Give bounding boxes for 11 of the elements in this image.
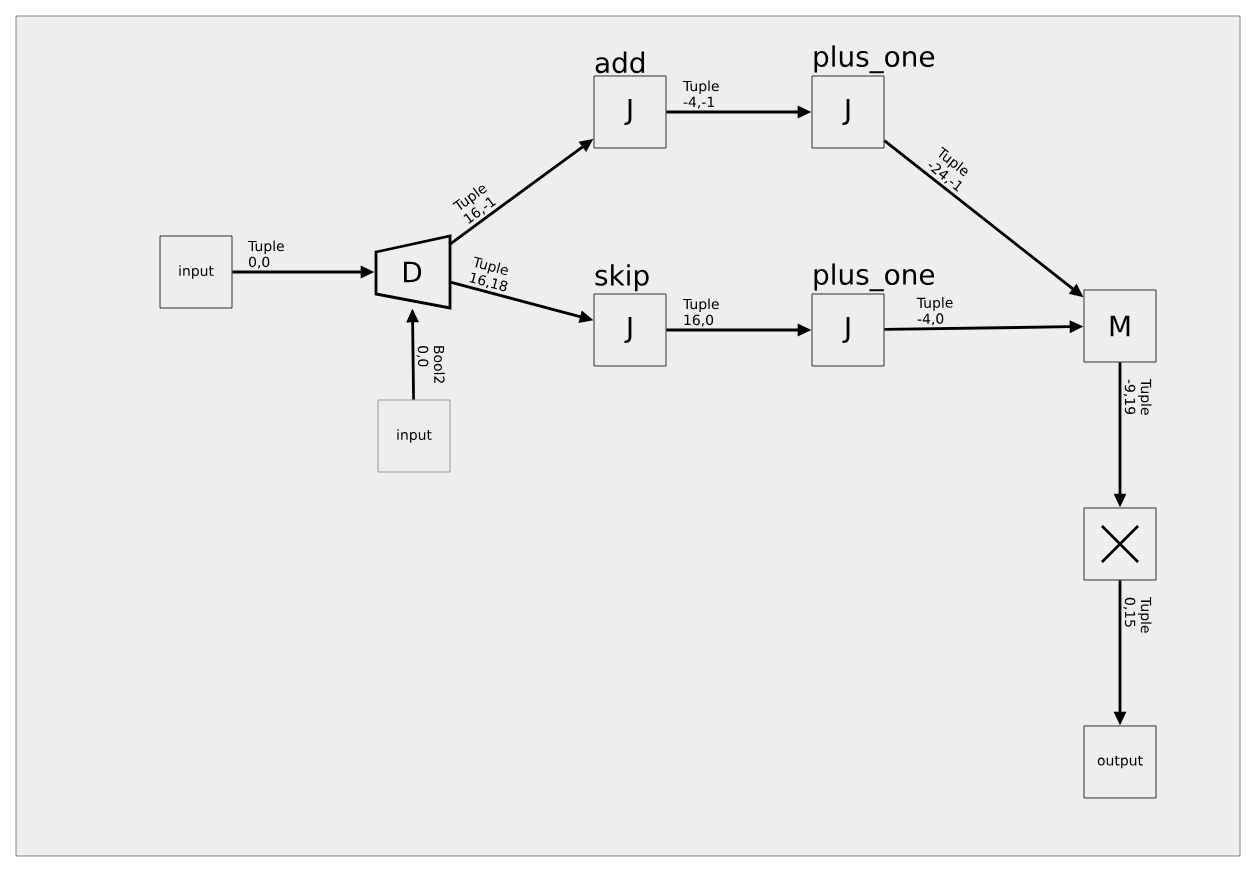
- node-heading: plus_one: [814, 263, 935, 292]
- process-box: J: [593, 75, 667, 149]
- node-heading: plus_one: [814, 45, 935, 74]
- node-heading: add: [595, 51, 644, 74]
- process-box: J: [811, 75, 885, 149]
- process-box: J: [593, 293, 667, 367]
- process-box: J: [811, 293, 885, 367]
- node-heading: skip: [595, 264, 649, 292]
- process-box: M: [1083, 289, 1157, 363]
- demux-trapezoid: D: [374, 234, 452, 310]
- cross-box: [1083, 507, 1157, 581]
